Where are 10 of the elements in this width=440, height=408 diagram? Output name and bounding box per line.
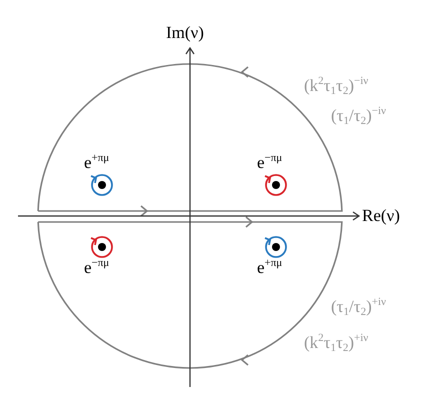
math-label: e$^{+πμ}$ (257, 258, 282, 276)
axis-label: Im(ν) (166, 24, 204, 41)
math-label: (τ$_{1}$/τ$_{2}$)$^{+iν}$ (331, 297, 386, 318)
math-label: (τ$_{1}$/τ$_{2}$)$^{−iν}$ (331, 106, 386, 127)
math-label: e$^{−πμ}$ (257, 153, 282, 171)
math-label: e$^{−πμ}$ (84, 258, 110, 276)
math-label: (k$^{2}$τ$_{1}$τ$_{2}$)$^{+iν}$ (304, 333, 368, 354)
axis-label: Re(ν) (362, 207, 400, 224)
math-label: e$^{+πμ}$ (84, 153, 110, 171)
math-label: (k$^{2}$τ$_{1}$τ$_{2}$)$^{−iν}$ (304, 76, 368, 97)
